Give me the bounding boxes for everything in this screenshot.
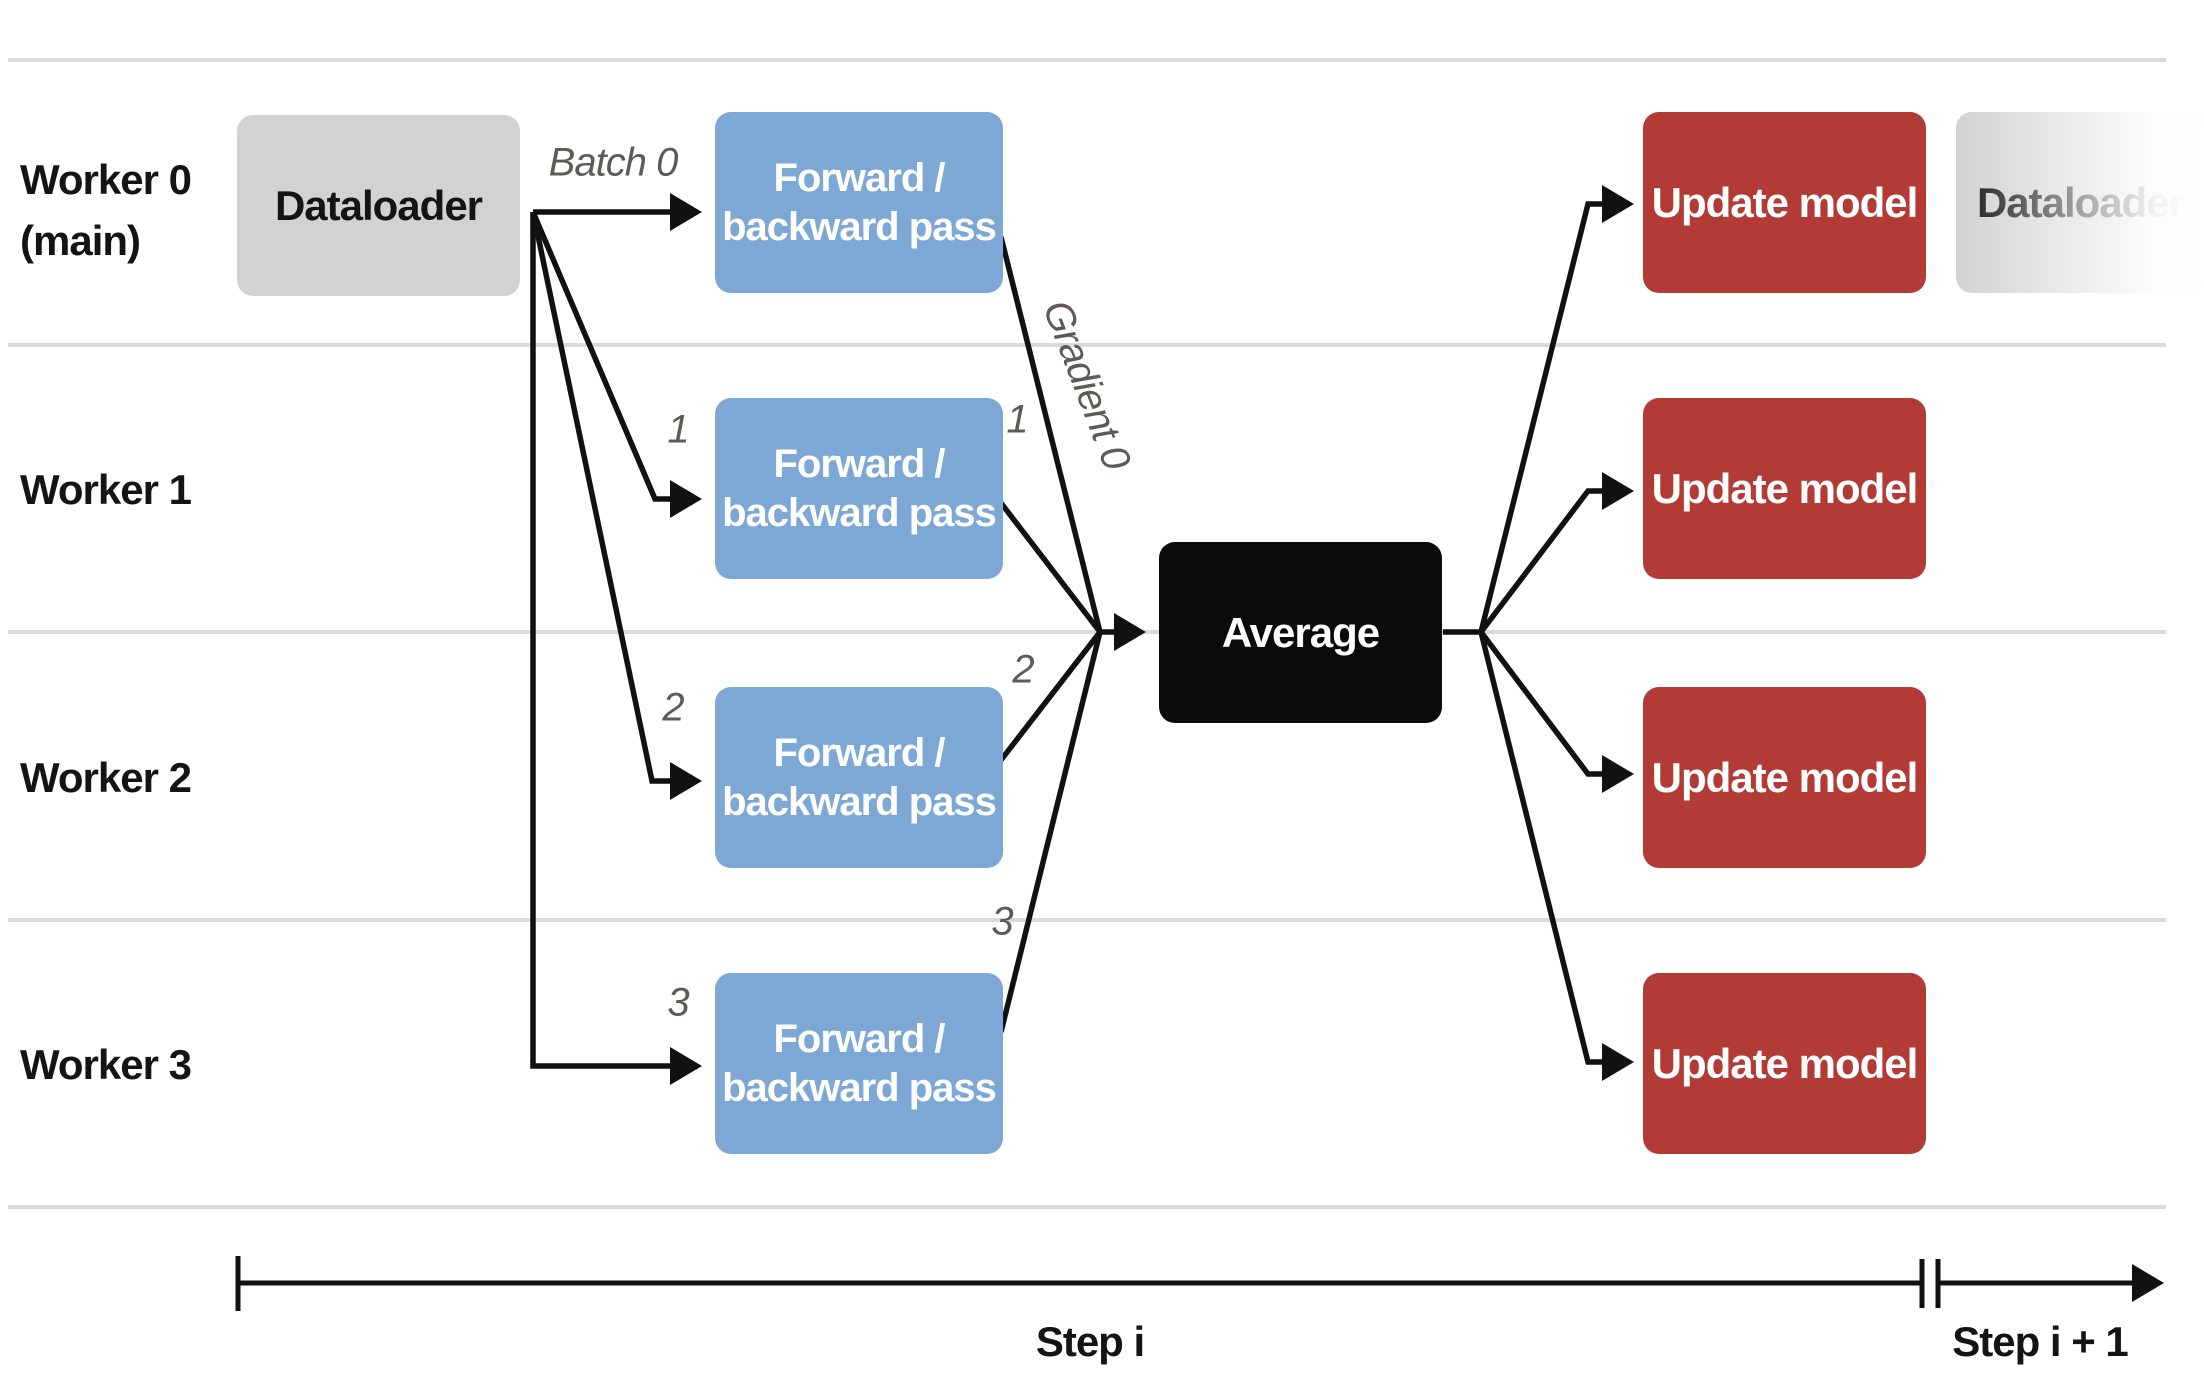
forward-line2: backward pass: [722, 1065, 997, 1110]
worker-0-label: Worker 0 (main): [20, 150, 192, 272]
arrowhead-batch-1: [670, 480, 702, 518]
worker-3-label: Worker 3: [20, 1041, 192, 1088]
worker-1-label: Worker 1: [20, 466, 192, 513]
worker-0-line2: (main): [20, 216, 141, 264]
dataloader-box-label: Dataloader: [274, 181, 483, 229]
step-i-plus-1-label: Step i + 1: [1952, 1318, 2129, 1365]
update-model-box-worker-3: Update model: [1643, 973, 1926, 1154]
update-model-label: Update model: [1651, 464, 1919, 512]
forward-line1: Forward /: [773, 730, 945, 775]
worker-2-label: Worker 2: [20, 754, 192, 801]
row-separator-bottom: [8, 1205, 2166, 1209]
forward-backward-box-worker-1: Forward / backward pass: [715, 398, 1003, 579]
update-arrows: [1443, 185, 1634, 1081]
arrowhead-update-2: [1602, 755, 1634, 793]
arrowhead-batch-2: [670, 762, 702, 800]
arrowhead-average: [1114, 613, 1146, 651]
forward-backward-box-worker-2: Forward / backward pass: [715, 687, 1003, 868]
arrowhead-batch-0: [670, 193, 702, 231]
row-separator-w1-w2: [8, 630, 2166, 634]
row-separator-top: [8, 58, 2166, 62]
arrowhead-update-0: [1602, 185, 1634, 223]
update-model-label: Update model: [1651, 1039, 1919, 1087]
batch-2-label: 2: [662, 685, 684, 730]
average-box-label: Average: [1221, 608, 1380, 656]
gradient-3-label: 3: [991, 899, 1013, 944]
worker-0-line1: Worker 0: [20, 156, 192, 203]
arrowhead-update-1: [1602, 472, 1634, 510]
forward-line1: Forward /: [773, 155, 945, 200]
fade-overlay: [1956, 112, 2204, 293]
update-model-label: Update model: [1651, 753, 1919, 801]
row-separator-w2-w3: [8, 918, 2166, 922]
forward-line2: backward pass: [722, 490, 997, 535]
timeline: [235, 1256, 2164, 1311]
update-model-box-worker-1: Update model: [1643, 398, 1926, 579]
dataloader-box: Dataloader: [237, 115, 520, 296]
batch-arrows: [530, 193, 702, 1085]
average-box: Average: [1159, 542, 1442, 723]
gradient-1-label: 1: [1006, 397, 1028, 442]
forward-backward-box-worker-0: Forward / backward pass: [715, 112, 1003, 293]
update-model-label: Update model: [1651, 178, 1919, 226]
row-separator-w0-w1: [8, 343, 2166, 347]
forward-line1: Forward /: [773, 441, 945, 486]
forward-line1: Forward /: [773, 1016, 945, 1061]
arrowhead-update-3: [1602, 1043, 1634, 1081]
gradient-2-label: 2: [1012, 647, 1034, 692]
forward-backward-box-worker-3: Forward / backward pass: [715, 973, 1003, 1154]
arrowhead-batch-3: [670, 1047, 702, 1085]
batch-3-label: 3: [667, 980, 689, 1025]
step-i-label: Step i: [1035, 1318, 1145, 1365]
batch-1-label: 1: [667, 407, 689, 452]
next-step-dataloader-box: Dataloader: [1956, 112, 2204, 293]
forward-line2: backward pass: [722, 204, 997, 249]
update-model-box-worker-0: Update model: [1643, 112, 1926, 293]
forward-line2: backward pass: [722, 779, 997, 824]
batch-0-label: Batch 0: [548, 140, 679, 185]
timeline-arrowhead: [2132, 1264, 2164, 1302]
update-model-box-worker-2: Update model: [1643, 687, 1926, 868]
gradient-arrows: [998, 236, 1146, 1033]
